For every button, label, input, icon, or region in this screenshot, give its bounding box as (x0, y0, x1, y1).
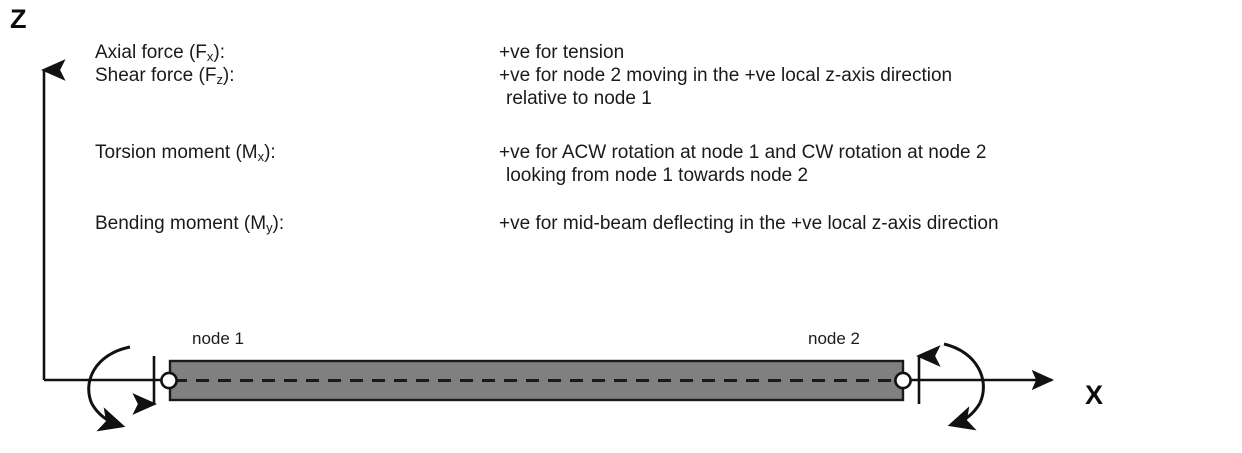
legend-continuation-shear-force: relative to node 1 (506, 88, 652, 109)
legend-term-bending-moment: Bending moment (My): (95, 213, 285, 235)
legend-term-torsion-moment: Torsion moment (Mx): (95, 142, 276, 164)
legend-term-axial-force-main: Axial force (F (95, 42, 207, 63)
legend-description-torsion-moment: +ve for ACW rotation at node 1 and CW ro… (499, 142, 987, 163)
legend-term-bending-moment-subscript: y (266, 219, 273, 235)
node-1-label: node 1 (192, 329, 244, 348)
legend-term-torsion-moment-tail: ): (264, 142, 276, 163)
legend-term-axial-force-subscript: x (206, 48, 214, 64)
legend-term-shear-force-subscript: z (216, 71, 223, 87)
legend-term-shear-force: Shear force (Fz): (95, 65, 235, 87)
x-axis-label: X (1085, 380, 1104, 410)
legend-description-shear-force: +ve for node 2 moving in the +ve local z… (499, 65, 953, 86)
beam-element (168, 359, 905, 402)
node-2-marker (894, 371, 912, 390)
node-2-label: node 2 (808, 329, 860, 348)
legend-term-bending-moment-main: Bending moment (M (95, 213, 267, 234)
legend-term-shear-force-main: Shear force (F (95, 65, 217, 86)
legend-continuation-torsion-moment: looking from node 1 towards node 2 (506, 165, 809, 186)
node-1-torsion-arc (87, 345, 131, 432)
legend-term-bending-moment-tail: ): (272, 213, 285, 234)
node-1-marker (160, 371, 178, 390)
legend-term-axial-force: Axial force (Fx): (95, 42, 225, 64)
legend-term-torsion-moment-subscript: x (257, 148, 265, 164)
legend-term-torsion-moment-main: Torsion moment (M (95, 142, 258, 163)
legend-description-bending-moment: +ve for mid-beam deflecting in the +ve l… (499, 213, 999, 234)
node-2-torsion-arc (943, 342, 985, 431)
z-axis-label: Z (10, 4, 27, 34)
legend-description-axial-force: +ve for tension (499, 42, 625, 63)
legend-term-shear-force-tail: ): (222, 65, 235, 86)
legend-term-axial-force-tail: ): (213, 42, 225, 63)
